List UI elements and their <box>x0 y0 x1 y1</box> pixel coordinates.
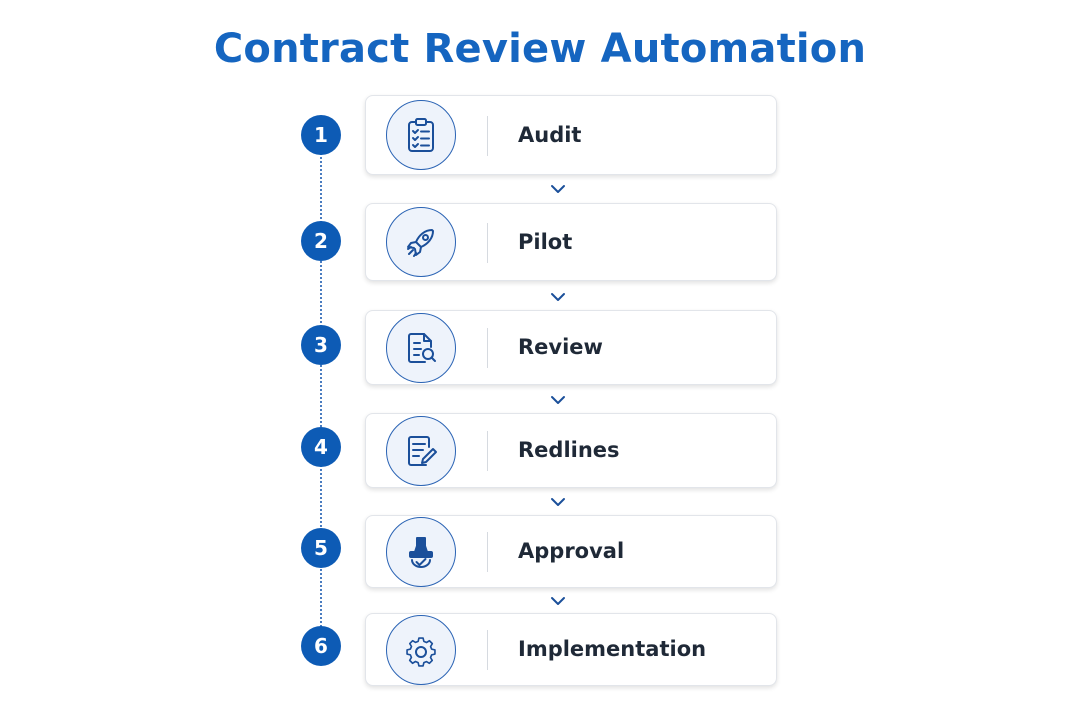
card-divider <box>487 328 488 368</box>
timeline-connector <box>320 150 322 650</box>
card-divider <box>487 630 488 670</box>
step-label: Approval <box>518 539 625 563</box>
document-search-icon <box>386 313 456 383</box>
step-number-3: 3 <box>301 325 341 365</box>
step-number-1: 1 <box>301 115 341 155</box>
step-label: Pilot <box>518 230 573 254</box>
card-divider <box>487 431 488 471</box>
card-divider <box>487 116 488 156</box>
clipboard-checklist-icon <box>386 100 456 170</box>
page-title: Contract Review Automation <box>213 26 867 72</box>
step-label: Review <box>518 335 603 359</box>
chevron-down-icon <box>551 396 565 404</box>
gear-icon <box>386 615 456 685</box>
approval-stamp-icon <box>386 517 456 587</box>
chevron-down-icon <box>551 293 565 301</box>
step-label: Audit <box>518 123 582 147</box>
step-label: Redlines <box>518 438 620 462</box>
step-number-2: 2 <box>301 221 341 261</box>
chevron-down-icon <box>551 185 565 193</box>
card-divider <box>487 223 488 263</box>
chevron-down-icon <box>551 597 565 605</box>
step-card-review[interactable]: Review <box>365 310 777 385</box>
step-number-4: 4 <box>301 427 341 467</box>
step-card-redlines[interactable]: Redlines <box>365 413 777 488</box>
document-edit-icon <box>386 416 456 486</box>
step-card-pilot[interactable]: Pilot <box>365 203 777 281</box>
step-number-6: 6 <box>301 626 341 666</box>
step-label: Implementation <box>518 637 707 661</box>
step-card-implementation[interactable]: Implementation <box>365 613 777 686</box>
step-number-5: 5 <box>301 528 341 568</box>
step-card-approval[interactable]: Approval <box>365 515 777 588</box>
step-card-audit[interactable]: Audit <box>365 95 777 175</box>
rocket-icon <box>386 207 456 277</box>
chevron-down-icon <box>551 498 565 506</box>
card-divider <box>487 532 488 572</box>
